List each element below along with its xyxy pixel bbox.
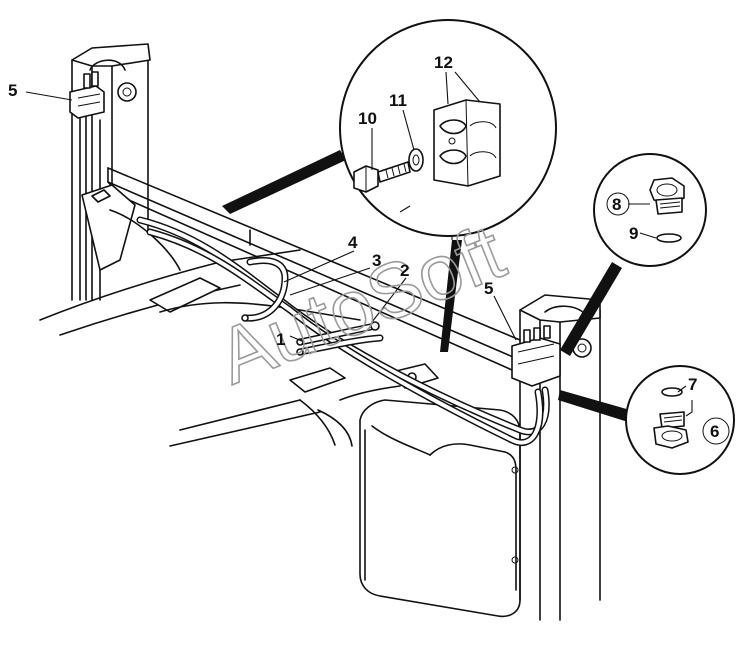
callout-12: 12 (434, 53, 453, 72)
callout-7: 7 (688, 375, 697, 394)
callout-8: 8 (612, 195, 621, 214)
callout-3: 3 (372, 251, 381, 270)
detail-circle-fitting-6-7 (558, 365, 735, 475)
callout-9: 9 (629, 224, 638, 243)
left-bracket (81, 184, 181, 271)
callout-5-right: 5 (484, 279, 493, 298)
hydraulic-hoses (136, 216, 550, 446)
callout-4: 4 (348, 233, 358, 252)
watermark-text: AutoSoft (205, 207, 516, 401)
callout-10: 10 (358, 109, 377, 128)
detail-circle-clamp (222, 19, 557, 352)
leader-lines (25, 71, 693, 417)
callout-5-left: 5 (8, 81, 17, 100)
callout-11: 11 (389, 91, 407, 110)
callout-1: 1 (276, 330, 285, 349)
callout-6: 6 (710, 422, 719, 441)
detail-circle-fitting-8-9 (560, 153, 707, 356)
callout-labels: 1 2 3 4 5 5 6 7 8 9 10 11 12 (8, 53, 719, 441)
callout-markers (606, 192, 730, 445)
left-valve-block (69, 71, 105, 119)
callout-2: 2 (400, 261, 409, 280)
right-valve-block (511, 325, 561, 387)
